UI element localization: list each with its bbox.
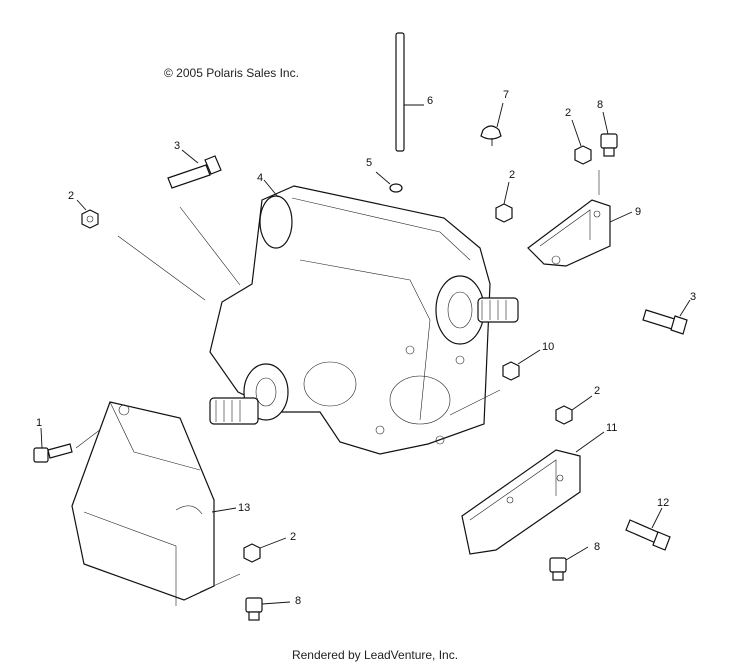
part-7-clip[interactable] bbox=[480, 102, 504, 146]
callout-2e: 2 bbox=[290, 531, 296, 543]
callout-2a: 2 bbox=[68, 190, 74, 202]
part-11-bracket[interactable] bbox=[461, 431, 605, 555]
callout-8a: 8 bbox=[597, 99, 603, 111]
callout-2b: 2 bbox=[509, 169, 515, 181]
part-10-nut[interactable] bbox=[502, 349, 541, 381]
part-4-transmission-assembly[interactable] bbox=[209, 179, 519, 455]
callout-3b: 3 bbox=[690, 291, 696, 303]
part-1-bolt[interactable] bbox=[33, 425, 106, 463]
part-2-nut-upper-right[interactable] bbox=[571, 119, 592, 165]
part-5-plug[interactable] bbox=[375, 171, 403, 193]
callout-11: 11 bbox=[606, 422, 617, 434]
part-8-bolt-lower-right[interactable] bbox=[549, 546, 589, 581]
callout-7: 7 bbox=[503, 89, 509, 101]
callout-9: 9 bbox=[635, 206, 641, 218]
callout-2c: 2 bbox=[565, 107, 571, 119]
part-3-bolt-right[interactable] bbox=[642, 299, 691, 335]
callout-2d: 2 bbox=[594, 385, 600, 397]
part-6-rod[interactable] bbox=[395, 32, 424, 152]
callout-12: 12 bbox=[657, 497, 669, 509]
callout-8b: 8 bbox=[594, 541, 600, 553]
callout-1: 1 bbox=[36, 417, 42, 429]
part-9-bracket[interactable] bbox=[527, 199, 633, 267]
part-8-bolt-lower[interactable] bbox=[245, 597, 291, 621]
part-2-nut-upper-left[interactable] bbox=[76, 199, 206, 301]
part-3-bolt-upper[interactable] bbox=[167, 149, 241, 286]
callout-13: 13 bbox=[238, 502, 250, 514]
callout-6: 6 bbox=[427, 95, 433, 107]
part-8-bolt-upper[interactable] bbox=[598, 111, 618, 195]
part-2-nut-upper-mid[interactable] bbox=[495, 181, 513, 223]
part-2-nut-right-mid[interactable] bbox=[449, 389, 593, 425]
part-12-bolt[interactable] bbox=[625, 507, 671, 551]
callout-3a: 3 bbox=[174, 140, 180, 152]
part-2-nut-lower[interactable] bbox=[199, 537, 287, 593]
footer-credit: Rendered by LeadVenture, Inc. bbox=[291, 648, 459, 662]
callout-4: 4 bbox=[257, 172, 263, 184]
callout-10: 10 bbox=[542, 341, 554, 353]
part-13-bracket[interactable] bbox=[71, 401, 237, 606]
callout-5: 5 bbox=[366, 157, 372, 169]
callout-8c: 8 bbox=[295, 595, 301, 607]
copyright-notice: © 2005 Polaris Sales Inc. bbox=[164, 66, 299, 80]
